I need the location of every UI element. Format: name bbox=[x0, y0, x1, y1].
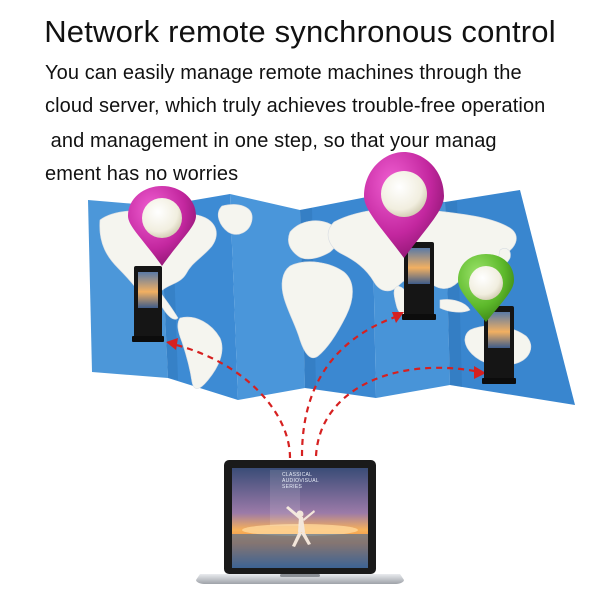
description-line: ement has no worries bbox=[45, 163, 239, 185]
laptop bbox=[196, 460, 404, 584]
map-panel bbox=[230, 194, 305, 400]
kiosk-west bbox=[132, 266, 164, 342]
continent-africa bbox=[281, 261, 353, 359]
description-line: cloud server, which truly achieves troub… bbox=[45, 95, 546, 117]
connection-arrow-west bbox=[171, 342, 292, 459]
description-line: You can easily manage remote machines th… bbox=[45, 62, 522, 84]
continent-europe bbox=[288, 220, 339, 260]
laptop-screen-caption-line: CLASSICAL bbox=[282, 472, 313, 478]
map-pin-west bbox=[128, 186, 196, 266]
description-line: and management in one step, so that your… bbox=[45, 130, 497, 152]
laptop-screen-caption-line: SERIES bbox=[282, 484, 303, 490]
arrow-head-icon bbox=[474, 366, 486, 379]
page-title: Network remote synchronous control bbox=[44, 14, 556, 49]
connection-arrow-center bbox=[300, 314, 399, 457]
dancer-figure bbox=[286, 506, 315, 547]
arrow-head-icon bbox=[166, 338, 178, 350]
connection-arrows bbox=[171, 314, 481, 459]
laptop-screen-caption-line: AUDIOVISUAL bbox=[282, 478, 319, 484]
laptop-screen-caption: CLASSICAL AUDIOVISUAL SERIES bbox=[282, 472, 342, 490]
kiosk-east bbox=[482, 306, 516, 384]
laptop-base bbox=[196, 574, 404, 584]
continent-greenland bbox=[217, 204, 253, 235]
arrow-head-icon bbox=[392, 312, 404, 323]
map-pin-center bbox=[364, 152, 444, 258]
connection-arrow-east bbox=[314, 366, 481, 457]
map-pin-east bbox=[458, 254, 514, 322]
arrow-heads bbox=[166, 312, 486, 379]
kiosk-center bbox=[402, 242, 436, 320]
